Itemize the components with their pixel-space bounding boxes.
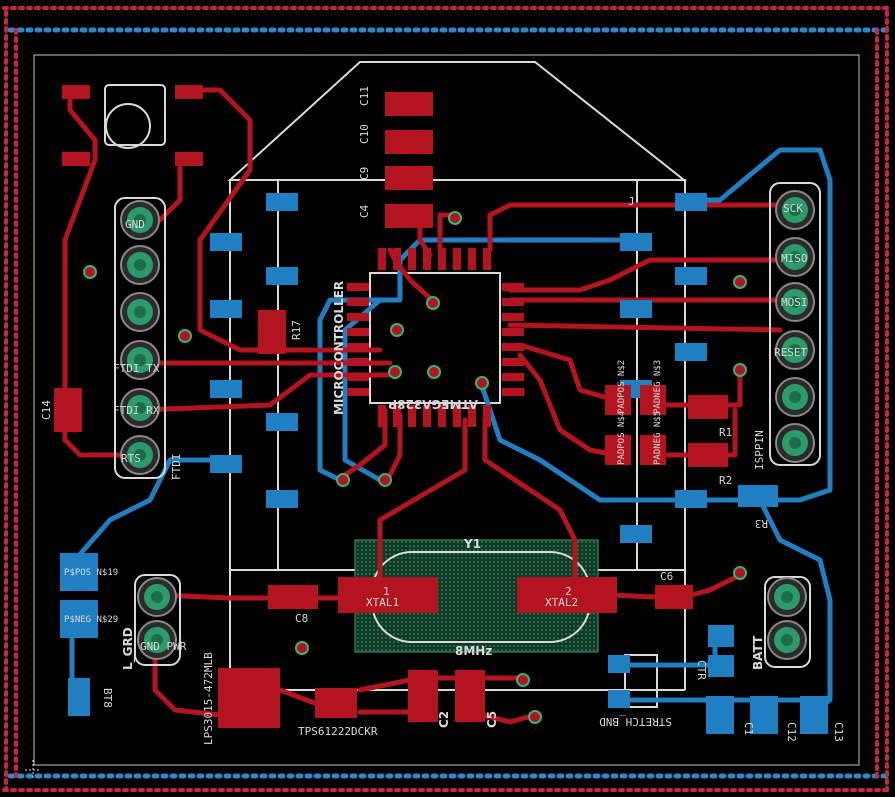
- ftdi-pin-7: RTS: [121, 452, 141, 465]
- via: [390, 323, 404, 337]
- label-c4: C4: [358, 204, 371, 218]
- label-xtal1-num: 1: [383, 585, 390, 598]
- vias: [83, 211, 747, 724]
- through-hole-pad: [120, 245, 160, 285]
- bottom-pads: [60, 193, 828, 734]
- label-mcu-part: ATMEGA328P: [388, 397, 478, 411]
- through-hole-pad: [775, 377, 815, 417]
- through-hole-pad: [767, 577, 807, 617]
- via: [733, 566, 747, 580]
- through-hole-pad: [775, 423, 815, 463]
- through-hole-pad: [775, 282, 815, 322]
- isp-pin-miso: MISO: [781, 252, 808, 265]
- label-ctr: CTR: [695, 660, 708, 680]
- label-r2: R2: [719, 474, 732, 487]
- label-c13: C13: [832, 722, 845, 742]
- label-c14: C14: [40, 400, 53, 420]
- top-copper-traces: [62, 87, 793, 725]
- label-pad-neg-2: PADNEG N$5: [653, 411, 663, 465]
- ftdi-header: [114, 197, 166, 479]
- label-microcontroller: MICROCONTROLLER: [332, 281, 346, 415]
- power-header: [134, 574, 181, 666]
- via: [378, 473, 392, 487]
- label-c11: C11: [358, 86, 371, 106]
- label-r1: R1: [719, 426, 732, 439]
- label-stretch: STRETCH_BND: [599, 715, 672, 728]
- silkscreen-text: C11 C10 C9 C4 MICROCONTROLLER ATMEGA328P…: [40, 86, 845, 745]
- label-xtal1: XTAL1: [366, 596, 399, 609]
- via: [516, 673, 530, 687]
- ftdi-pin-5: FTDI TX: [113, 362, 160, 375]
- label-c9: C9: [358, 167, 371, 180]
- ftdi-pin-1: GND: [125, 218, 145, 231]
- board-border: [2, 6, 893, 792]
- batt-header: [764, 576, 811, 668]
- through-hole-pads: [120, 190, 815, 660]
- label-r17: R17: [290, 320, 303, 340]
- label-l-grd: L_GRD: [121, 627, 136, 670]
- label-top-right: J: [628, 195, 635, 208]
- via: [426, 296, 440, 310]
- label-c12: C12: [785, 722, 798, 742]
- label-batt: BATT: [751, 635, 765, 670]
- label-xtal2: XTAL2: [545, 596, 578, 609]
- label-freq: 8MHz: [455, 644, 492, 658]
- label-c2: C2: [437, 711, 451, 728]
- through-hole-pad: [767, 620, 807, 660]
- via: [528, 710, 542, 724]
- isp-pin-mosi: MOSI: [781, 296, 808, 309]
- label-sens-pos: P$POS N$19: [64, 568, 118, 578]
- via: [178, 329, 192, 343]
- label-c8: C8: [295, 612, 308, 625]
- via: [427, 365, 441, 379]
- through-hole-pad: [120, 435, 160, 475]
- via: [388, 365, 402, 379]
- through-hole-pad: [137, 620, 177, 660]
- isp-header: [769, 182, 821, 466]
- label-reg: TPS61222DCKR: [298, 725, 378, 738]
- origin-marker: [25, 760, 40, 780]
- through-hole-pad: [120, 340, 160, 380]
- label-y1: Y1: [463, 537, 481, 551]
- through-hole-pad: [137, 577, 177, 617]
- label-bt8: BT8: [101, 688, 114, 708]
- label-c10: C10: [358, 124, 371, 144]
- through-hole-pad: [775, 237, 815, 277]
- via: [448, 211, 462, 225]
- isp-pin-reset: RESET: [774, 346, 807, 359]
- through-hole-pad: [120, 200, 160, 240]
- label-c6: C6: [660, 570, 673, 583]
- label-isppin: ISPPIN: [753, 430, 766, 470]
- top-pads: [54, 85, 728, 728]
- mcu-pads: [347, 248, 524, 427]
- through-hole-pad: [120, 292, 160, 332]
- label-c5: C5: [485, 711, 499, 728]
- label-inductor: LPS3015-472MLB: [202, 652, 215, 745]
- label-xtal2-num: 2: [565, 585, 572, 598]
- through-hole-pad: [120, 388, 160, 428]
- label-sens-neg: P$NEG N$29: [64, 615, 118, 625]
- label-c1: C1: [742, 722, 755, 735]
- label-r3: R3: [755, 517, 768, 530]
- via: [733, 363, 747, 377]
- through-hole-pad: [775, 330, 815, 370]
- label-ftdi: FTDI: [170, 454, 183, 481]
- via: [336, 473, 350, 487]
- through-hole-pad: [775, 190, 815, 230]
- label-pad-pos-2: PADPOS N$4: [617, 411, 627, 465]
- via: [733, 275, 747, 289]
- via: [295, 641, 309, 655]
- label-pad-neg-1: PADNEG N$3: [653, 360, 663, 414]
- ftdi-pin-6: FTDI RX: [113, 404, 160, 417]
- label-pad-pos-1: PADPOS N$2: [617, 360, 627, 414]
- isp-pin-sck: SCK: [783, 202, 803, 215]
- label-pwr: GND PWR: [140, 640, 187, 653]
- board-outline: [33, 54, 860, 766]
- via: [475, 376, 489, 390]
- via: [83, 265, 97, 279]
